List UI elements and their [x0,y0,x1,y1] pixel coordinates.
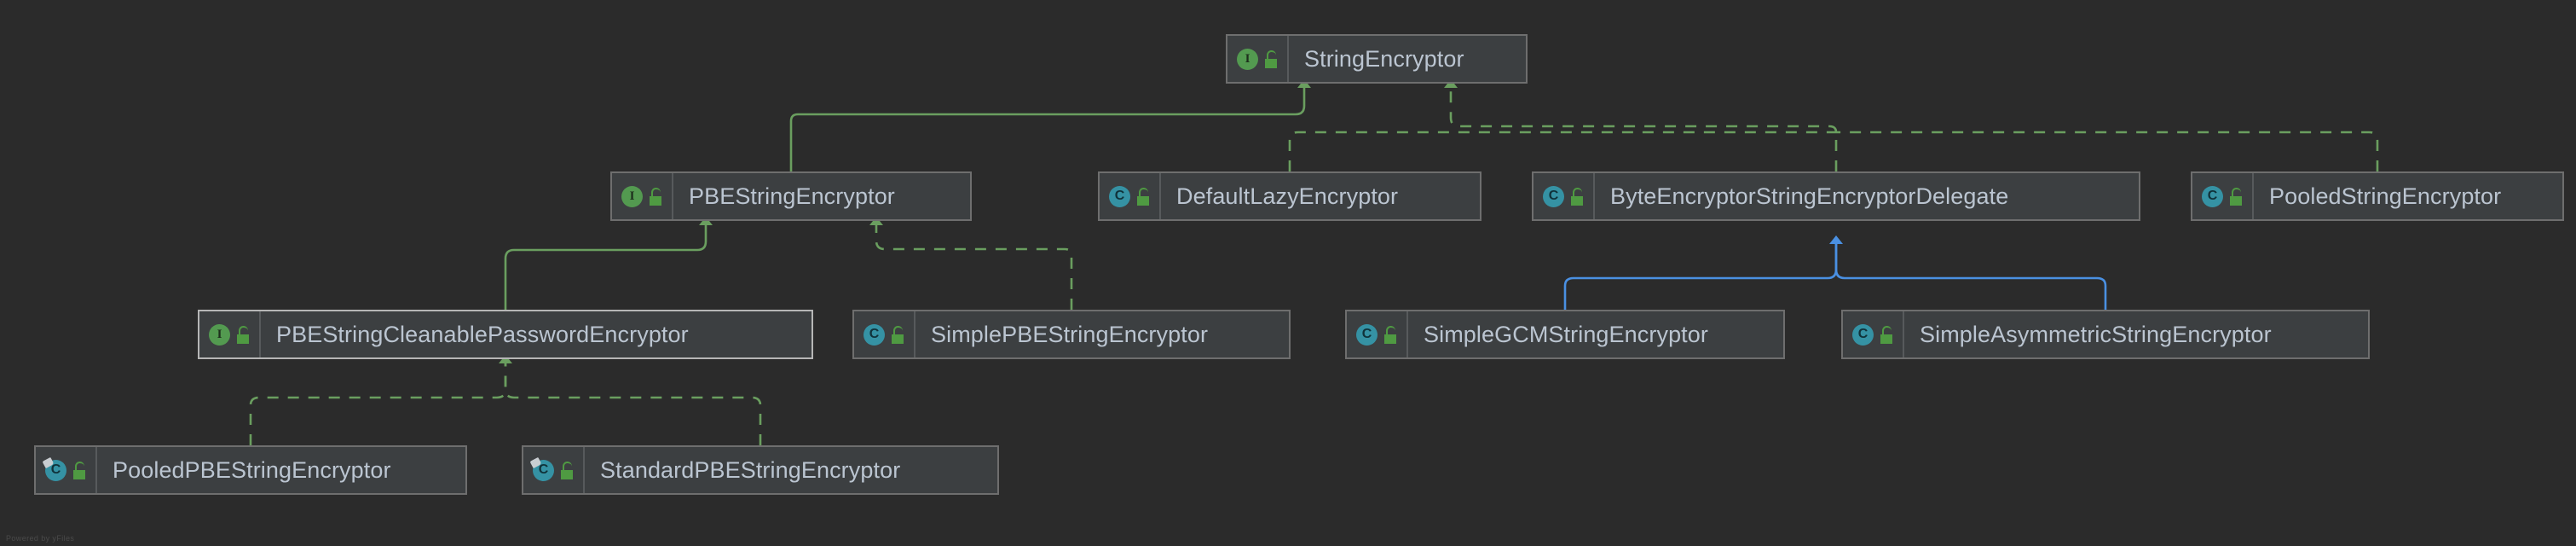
edge-standardpbestringencryptor-to-pbecleanable [504,359,762,445]
final-class-icon: C [42,456,66,481]
uml-node-simpleasymmetricstringencryptor[interactable]: C SimpleAsymmetricStringEncryptor [1841,310,2370,359]
yfiles-watermark: Powered by yFiles [6,534,75,543]
node-label: PooledPBEStringEncryptor [113,456,391,483]
edge-simplepbestringencryptor-to-pbestringencryptor [869,217,1073,310]
uml-node-standardpbestringencryptor[interactable]: C StandardPBEStringEncryptor [522,445,999,495]
node-label: DefaultLazyEncryptor [1176,183,1399,209]
uml-node-simplegcmstringencryptor[interactable]: C SimpleGCMStringEncryptor [1345,310,1785,359]
edge-pbestringencryptor-to-stringencryptor [789,79,1311,171]
class-icon: C [1852,323,1874,346]
public-unlock-icon [648,187,664,206]
public-unlock-icon [2228,187,2244,206]
public-unlock-icon [1135,187,1152,206]
node-label: SimpleAsymmetricStringEncryptor [1920,321,2272,347]
uml-node-stringencryptor[interactable]: I StringEncryptor [1226,34,1528,84]
uml-node-defaultlazyencryptor[interactable]: C DefaultLazyEncryptor [1098,171,1481,221]
node-icon-group: C [2192,173,2254,219]
node-icon-group: C [36,447,97,493]
edge-implements-trunk-to-stringencryptor [1444,79,1838,133]
uml-node-simplepbestringencryptor[interactable]: C SimplePBEStringEncryptor [852,310,1291,359]
node-label: StandardPBEStringEncryptor [600,456,901,483]
uml-node-byteencryptorstringencryptordelegate[interactable]: C ByteEncryptorStringEncryptorDelegate [1532,171,2140,221]
uml-node-pbestringencryptor[interactable]: I PBEStringEncryptor [610,171,972,221]
node-label: PBEStringEncryptor [689,183,895,209]
node-icon-group: C [1347,311,1408,357]
edge-pooledstringencryptor-to-stringencryptor [1836,131,2379,171]
node-icon-group: C [1100,173,1161,219]
interface-icon: I [209,323,230,346]
public-unlock-icon [559,461,575,479]
public-unlock-icon [1383,325,1399,344]
node-label: PBEStringCleanablePasswordEncryptor [276,321,689,347]
edge-defaultlazyencryptor-to-stringencryptor [1288,131,1836,171]
edge-pbecleanable-to-pbestringencryptor [504,217,713,310]
node-icon-group: I [612,173,673,219]
class-icon: C [863,323,885,346]
uml-node-pbestringcleanablepasswordencryptor[interactable]: I PBEStringCleanablePasswordEncryptor [198,310,813,359]
node-label: SimplePBEStringEncryptor [931,321,1209,347]
public-unlock-icon [1263,49,1279,68]
class-icon: C [1356,323,1378,346]
public-unlock-icon [890,325,906,344]
public-unlock-icon [72,461,88,479]
uml-node-pooledpbestringencryptor[interactable]: C PooledPBEStringEncryptor [34,445,467,495]
node-icon-group: C [854,311,915,357]
class-icon: C [1543,185,1564,207]
interface-icon: I [621,185,643,207]
class-icon: C [2202,185,2223,207]
edge-simplegcm-to-byteencryptordelegate [1563,235,1843,310]
node-label: PooledStringEncryptor [2269,183,2502,209]
edge-pooledpbestringencryptor-to-pbecleanable [249,355,512,445]
node-label: ByteEncryptorStringEncryptorDelegate [1610,183,2009,209]
node-label: SimpleGCMStringEncryptor [1424,321,1708,347]
edge-simpleasymmetric-to-byteencryptordelegate [1834,240,2107,310]
node-icon-group: I [199,311,261,357]
public-unlock-icon [235,325,251,344]
final-class-icon: C [529,456,554,481]
public-unlock-icon [1879,325,1895,344]
uml-node-pooledstringencryptor[interactable]: C PooledStringEncryptor [2191,171,2564,221]
node-icon-group: I [1227,36,1289,82]
interface-icon: I [1237,48,1258,70]
node-icon-group: C [1533,173,1595,219]
node-label: StringEncryptor [1304,45,1464,72]
class-icon: C [1109,185,1130,207]
node-icon-group: C [523,447,585,493]
node-icon-group: C [1843,311,1904,357]
public-unlock-icon [1569,187,1585,206]
